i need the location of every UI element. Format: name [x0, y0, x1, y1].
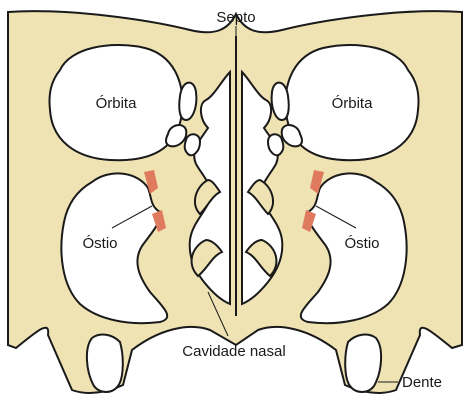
- ethmoid-cell: [185, 134, 200, 155]
- tooth-left: [87, 335, 123, 392]
- label-septum: Septo: [216, 9, 255, 26]
- ethmoid-cell: [179, 83, 196, 120]
- label-orbit-left: Órbita: [96, 95, 138, 112]
- label-orbit-right: Órbita: [332, 95, 374, 112]
- ethmoid-cell: [268, 134, 283, 155]
- tooth-right: [345, 335, 381, 392]
- ethmoid-cell: [272, 83, 289, 120]
- label-ostium-right: Óstio: [344, 235, 379, 252]
- label-ostium-left: Óstio: [82, 235, 117, 252]
- label-nasal-cavity: Cavidade nasal: [182, 343, 285, 360]
- label-tooth: Dente: [402, 374, 442, 391]
